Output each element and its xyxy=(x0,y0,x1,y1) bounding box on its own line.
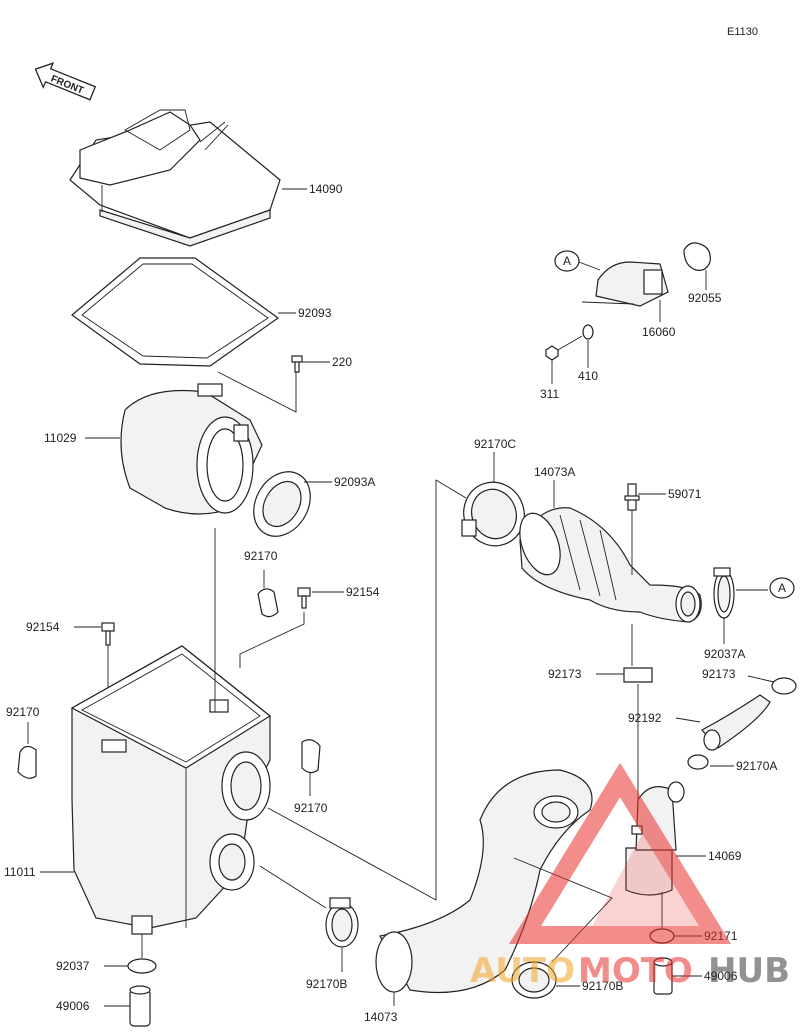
part-label-92192: 92192 xyxy=(628,711,662,725)
callout-a-right: A xyxy=(769,577,795,599)
part-label-49006-right: 49006 xyxy=(704,969,738,983)
nipple-59071-part xyxy=(624,483,666,575)
clamp-92173-right-part xyxy=(747,675,797,695)
watermark-text-auto: AUTO xyxy=(470,951,575,991)
callout-a-top: A xyxy=(554,250,601,272)
part-label-92154-left: 92154 xyxy=(26,620,60,634)
valve-16060-part xyxy=(581,261,669,322)
part-label-14069: 14069 xyxy=(708,849,742,863)
air-box-housing-part xyxy=(40,528,272,935)
callout-a-top-label: A xyxy=(563,254,571,268)
front-arrow-icon: FRONT xyxy=(34,62,97,101)
clip-92170-part xyxy=(257,570,279,618)
seal-ring-part xyxy=(253,471,332,537)
part-label-16060: 16060 xyxy=(642,325,676,339)
clip-92170-left-part xyxy=(17,722,37,779)
part-label-92173-right: 92173 xyxy=(702,667,736,681)
clamp-92170B-left-part xyxy=(259,865,359,972)
part-label-92170B-left: 92170B xyxy=(306,977,347,991)
part-label-92154-right: 92154 xyxy=(346,585,380,599)
part-label-220: 220 xyxy=(332,355,352,369)
hose-92192-part xyxy=(675,694,771,751)
part-label-92170-top: 92170 xyxy=(244,549,278,563)
part-label-92170C: 92170C xyxy=(474,437,516,451)
clamp-92037-part xyxy=(104,934,157,974)
part-label-410: 410 xyxy=(578,369,598,383)
intake-boot-14073A-part xyxy=(519,480,702,623)
drain-plug-49006-right-part xyxy=(653,957,702,995)
part-label-92037: 92037 xyxy=(56,959,90,973)
part-label-14073A: 14073A xyxy=(534,465,575,479)
part-label-92093A: 92093A xyxy=(334,475,375,489)
callout-a-right-label: A xyxy=(778,581,786,595)
clamp-92037A-part xyxy=(713,567,768,644)
air-filter-element-part xyxy=(85,383,263,515)
clamp-92170C-part xyxy=(461,452,525,547)
part-label-14073: 14073 xyxy=(364,1010,398,1024)
part-label-92037A: 92037A xyxy=(704,647,745,661)
part-label-11011: 11011 xyxy=(4,865,36,879)
duct-14073-part xyxy=(267,479,593,1006)
clamp-92170A-part xyxy=(687,754,734,770)
automotohub-watermark-logo: AUTO MOTO HUB xyxy=(470,762,790,991)
air-box-cover-part xyxy=(69,109,307,247)
drain-plug-49006-left-part xyxy=(104,985,151,1027)
nut-311-part xyxy=(545,335,583,384)
part-label-59071: 59071 xyxy=(668,487,702,501)
part-label-92170-left: 92170 xyxy=(6,705,40,719)
part-label-92170-right: 92170 xyxy=(294,801,328,815)
part-label-311: 311 xyxy=(540,387,559,401)
bolt-92154-right-part xyxy=(239,587,344,668)
part-label-92055: 92055 xyxy=(688,291,722,305)
part-label-49006-left: 49006 xyxy=(56,999,90,1013)
clip-92170-right-part xyxy=(301,739,321,796)
part-label-92170A: 92170A xyxy=(736,759,777,773)
part-label-11029: 11029 xyxy=(44,431,77,445)
screw-220-part xyxy=(217,355,330,413)
part-label-14090: 14090 xyxy=(309,182,343,196)
watermark-text-hub: HUB xyxy=(708,951,790,991)
part-label-92170B-right: 92170B xyxy=(582,979,623,993)
part-label-92173-left: 92173 xyxy=(548,667,582,681)
washer-410-part xyxy=(582,324,594,368)
gasket-92055-part xyxy=(683,242,711,290)
gasket-part xyxy=(71,257,296,367)
watermark-text-moto: MOTO xyxy=(578,951,693,991)
part-label-92093: 92093 xyxy=(298,306,332,320)
diagram-code: E1130 xyxy=(727,26,758,38)
